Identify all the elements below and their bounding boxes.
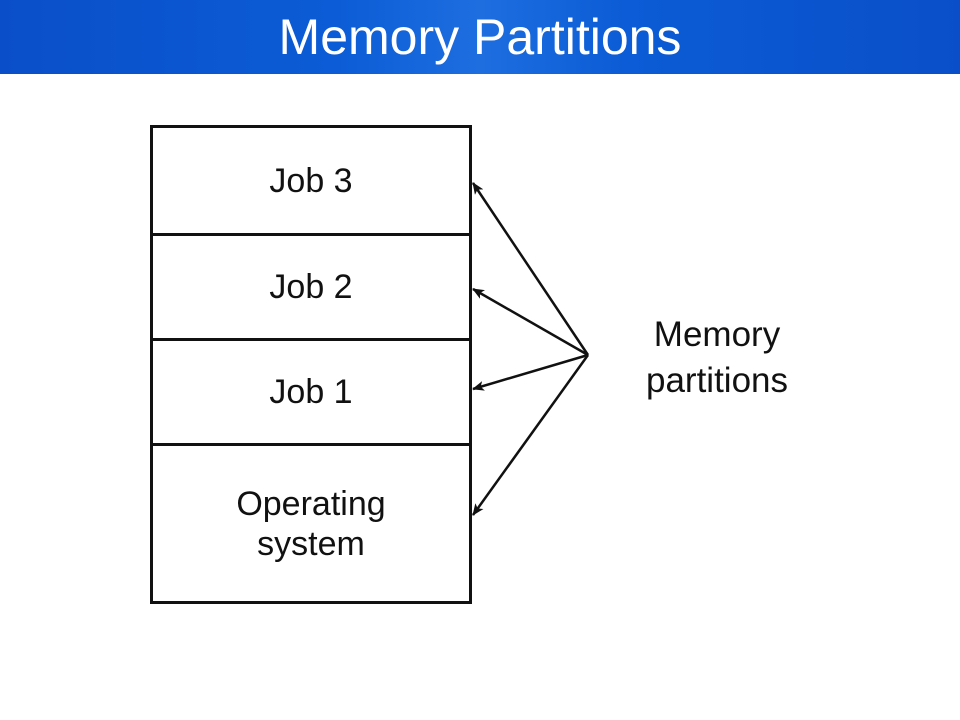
partition-label: Job 3 bbox=[269, 161, 353, 200]
arrow-to-operating-system bbox=[471, 354, 590, 516]
partition-label: Operating system bbox=[236, 484, 386, 563]
arrow-to-job-2 bbox=[472, 287, 589, 357]
partition-operating-system: Operating system bbox=[153, 446, 469, 601]
partition-job-2: Job 2 bbox=[153, 236, 469, 338]
title-bar: Memory Partitions bbox=[0, 0, 960, 74]
partition-label: Job 2 bbox=[269, 268, 353, 306]
page-title: Memory Partitions bbox=[278, 9, 682, 65]
partition-job-1: Job 1 bbox=[153, 341, 469, 443]
memory-stack: Job 3 Job 2 Job 1 Operating system bbox=[150, 125, 472, 604]
partition-divider bbox=[153, 443, 469, 446]
partition-job-3: Job 3 bbox=[153, 128, 469, 233]
partition-divider bbox=[153, 233, 469, 236]
callout-line-2: partitions bbox=[645, 361, 789, 400]
partition-divider bbox=[153, 338, 469, 341]
callout-line-1: Memory bbox=[653, 315, 781, 354]
arrow-to-job-3 bbox=[471, 182, 590, 356]
partition-label: Job 1 bbox=[269, 373, 353, 411]
arrow-to-job-1 bbox=[472, 353, 589, 391]
memory-partitions-label: Memory partitions bbox=[612, 312, 822, 404]
